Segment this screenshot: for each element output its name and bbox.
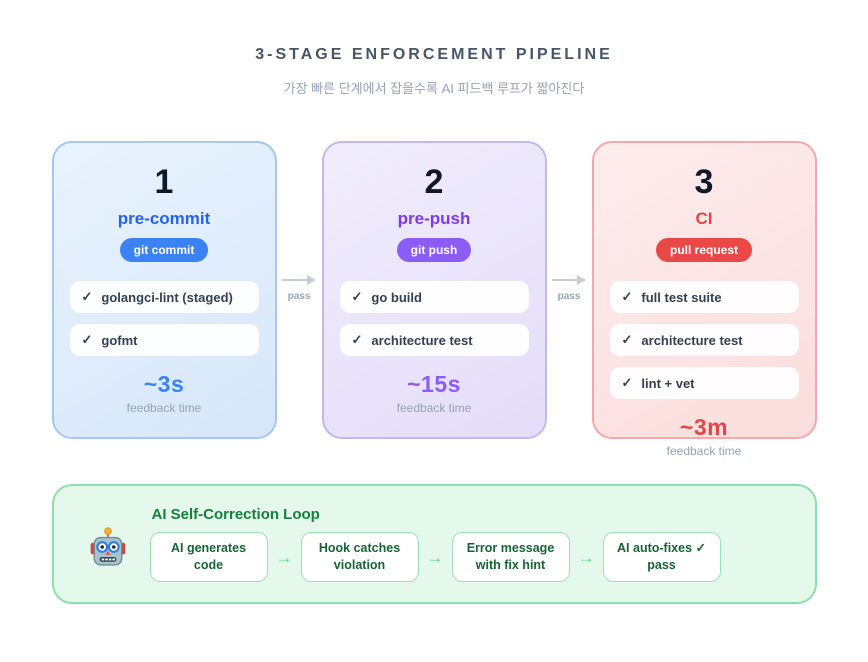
arrow-right-icon: → [426, 547, 444, 567]
loop-content: AI Self-Correction Loop AI generates cod… [149, 506, 721, 582]
feedback-time-value: ~3s [143, 371, 185, 398]
trigger-badge: git push [396, 238, 472, 263]
page-title: 3-STAGE ENFORCEMENT PIPELINE [255, 46, 613, 63]
check-row: ✓ architecture test [339, 324, 529, 357]
feedback-time-value: ~15s [407, 371, 461, 398]
stage-name: pre-push [397, 209, 471, 229]
pass-arrow-icon [282, 275, 316, 285]
stage-card-ci: 3 CI pull request ✓ full test suite ✓ ar… [591, 141, 817, 458]
pipeline: 1 pre-commit git commit ✓ golangci-lint … [51, 141, 817, 458]
loop-title: AI Self-Correction Loop [151, 506, 320, 523]
pass-label: pass [557, 291, 581, 302]
header: 3-STAGE ENFORCEMENT PIPELINE 가장 빠른 단계에서 … [0, 0, 868, 97]
loop-steps: AI generates code → Hook catches violati… [149, 532, 721, 582]
stage-card-pre-commit: 1 pre-commit git commit ✓ golangci-lint … [51, 141, 277, 439]
pass-arrow-icon [552, 275, 586, 285]
check-row: ✓ go build [339, 281, 529, 314]
check-row: ✓ full test suite [609, 281, 799, 314]
loop-step: AI generates code [149, 532, 268, 582]
arrow-right-icon: → [275, 547, 293, 567]
check-list: ✓ go build ✓ architecture test [339, 281, 529, 357]
check-icon: ✓ [621, 289, 633, 305]
check-icon: ✓ [621, 332, 633, 348]
robot-icon [90, 527, 125, 566]
stage-name: pre-commit [117, 209, 211, 229]
pass-label: pass [287, 291, 311, 302]
loop-step: Error message with fix hint [451, 532, 570, 582]
check-label: architecture test [371, 332, 473, 348]
check-label: architecture test [641, 332, 743, 348]
check-row: ✓ architecture test [609, 324, 799, 357]
stage-number: 2 [424, 163, 444, 201]
trigger-badge: pull request [655, 238, 752, 263]
check-label: go build [371, 289, 422, 305]
stage-number: 3 [694, 163, 714, 201]
trigger-badge: git commit [119, 238, 209, 263]
pass-connector: pass [547, 141, 592, 439]
feedback-time-value: ~3m [679, 414, 729, 441]
check-label: golangci-lint (staged) [101, 289, 233, 305]
check-row: ✓ gofmt [69, 324, 259, 357]
check-row: ✓ lint + vet [609, 367, 799, 400]
feedback-time-label: feedback time [126, 401, 202, 416]
check-label: gofmt [101, 332, 138, 348]
loop-step: Hook catches violation [300, 532, 419, 582]
check-list: ✓ golangci-lint (staged) ✓ gofmt [69, 281, 259, 357]
arrow-right-icon: → [577, 547, 595, 567]
loop-step: AI auto-fixes ✓ pass [602, 532, 721, 582]
check-icon: ✓ [81, 289, 93, 305]
check-row: ✓ golangci-lint (staged) [69, 281, 259, 314]
feedback-time-label: feedback time [396, 401, 472, 416]
check-icon: ✓ [81, 332, 93, 348]
check-list: ✓ full test suite ✓ architecture test ✓ … [609, 281, 799, 400]
pass-connector: pass [277, 141, 322, 439]
check-label: lint + vet [641, 375, 695, 391]
check-icon: ✓ [621, 375, 633, 391]
stage-name: CI [695, 209, 713, 229]
check-icon: ✓ [351, 289, 363, 305]
stage-card-pre-push: 2 pre-push git push ✓ go build ✓ archite… [321, 141, 547, 439]
check-icon: ✓ [351, 332, 363, 348]
stage-number: 1 [154, 163, 174, 201]
ai-loop-panel: AI Self-Correction Loop AI generates cod… [51, 484, 817, 604]
page-subtitle: 가장 빠른 단계에서 잡을수록 AI 피드백 루프가 짧아진다 [283, 81, 585, 96]
check-label: full test suite [641, 289, 722, 305]
feedback-time-label: feedback time [666, 444, 742, 459]
